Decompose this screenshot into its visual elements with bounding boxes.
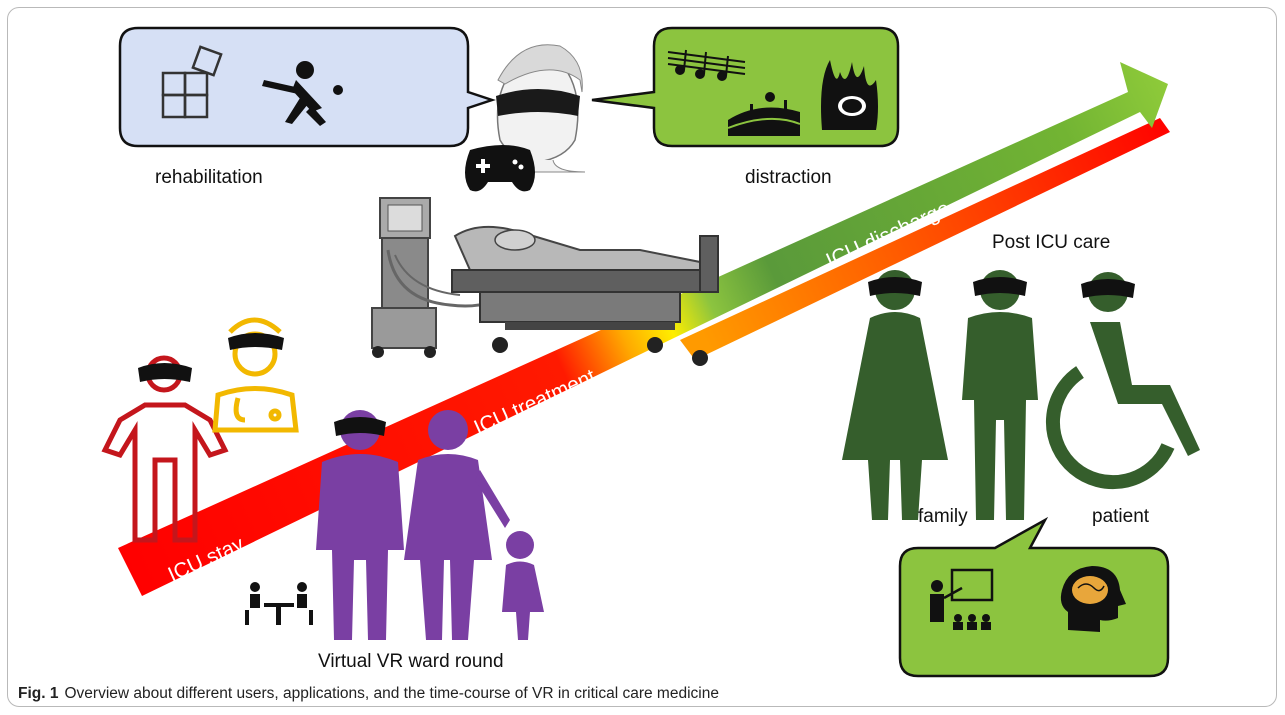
family-woman-icon (842, 270, 948, 520)
landscape-icon (727, 92, 801, 136)
hospital-bed-icon (451, 225, 719, 366)
coral-fish-icon (821, 60, 878, 130)
arrow-edge-highlight (680, 118, 1170, 360)
distraction-label: distraction (745, 167, 832, 188)
figure-caption: Fig. 1 Overview about different users, ap… (18, 685, 719, 703)
family-label: family (918, 506, 968, 527)
vr-headset-purple-icon (334, 417, 386, 436)
figure-frame (7, 7, 1277, 707)
family-purple-icon (316, 410, 544, 640)
music-notes-icon (667, 49, 746, 81)
post-icu-care-label: Post ICU care (992, 232, 1110, 253)
patient-label: patient (1092, 506, 1150, 527)
brain-head-icon (1060, 566, 1126, 632)
ventilator-icon (371, 197, 512, 358)
figure-number: Fig. 1 (18, 685, 59, 702)
vr-headsets-green-icon (868, 277, 1135, 298)
gamepad-icon (465, 145, 535, 192)
cricket-player-icon (262, 61, 343, 126)
distraction-callout (591, 26, 900, 148)
caption-text: Overview about different users, applicat… (64, 685, 719, 702)
vr-headset-user-icon (489, 44, 586, 173)
rehabilitation-label: rehabilitation (155, 167, 263, 188)
vr-headset-yellow-icon (228, 333, 284, 350)
wheelchair-icon (1045, 272, 1200, 490)
puzzle-icon (161, 45, 223, 119)
teacher-icon (930, 568, 994, 630)
post-icu-callout (898, 516, 1170, 678)
vr-headset-red-icon (138, 363, 192, 382)
meeting-table-icon (245, 582, 313, 625)
rehabilitation-callout (118, 26, 496, 148)
family-man-icon (962, 270, 1038, 520)
ward-round-label: Virtual VR ward round (318, 651, 504, 672)
